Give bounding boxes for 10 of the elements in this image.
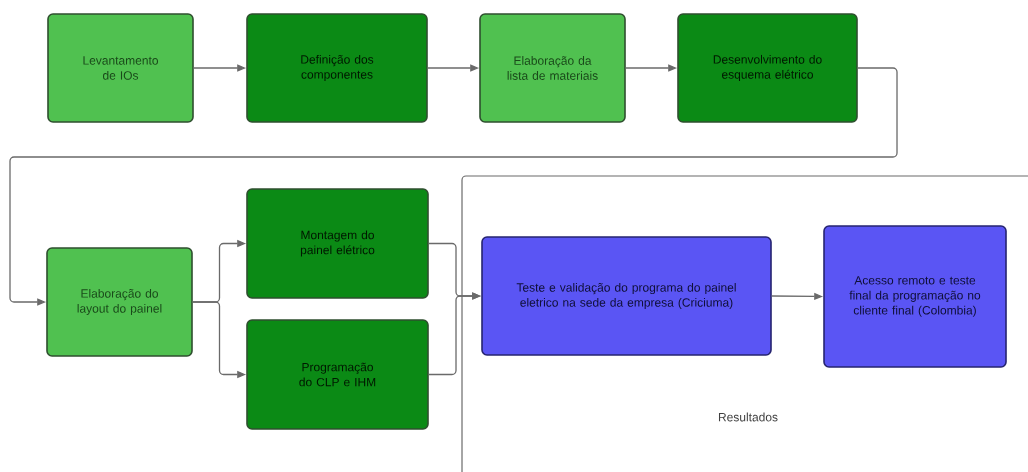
process-box: Levantamento de IOs	[47, 13, 194, 123]
process-box: Elaboração da lista de materiais	[479, 13, 626, 123]
process-box: Programação do CLP e IHM	[246, 319, 429, 430]
arrow	[9, 67, 898, 306]
process-box: Teste e validação do programa do painel eletrico na sede da empresa (Criciuma)	[481, 236, 772, 356]
process-box: Montagem do painel elétrico	[246, 188, 429, 299]
process-box: Elaboração do layout do painel	[46, 247, 193, 357]
process-box: Definição dos componentes	[246, 13, 428, 123]
process-box: Acesso remoto e teste final da programação no cliente final (Colombia)	[823, 225, 1007, 368]
process-box: Desenvolvimento do esquema elétrico	[677, 13, 858, 123]
